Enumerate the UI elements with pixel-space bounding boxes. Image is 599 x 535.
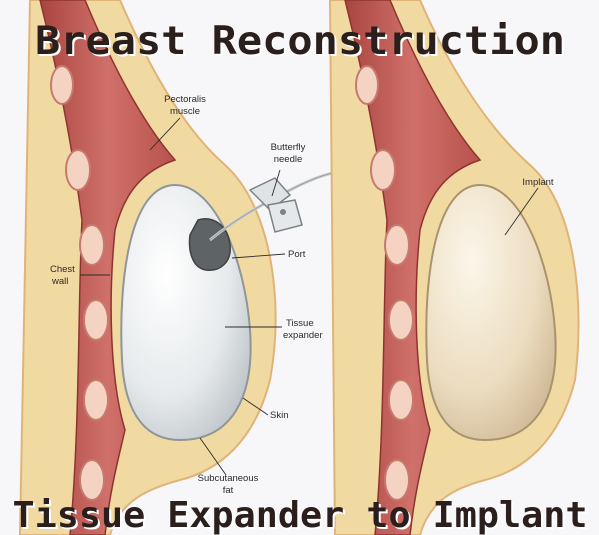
label-pectoralis-line1: Pectoralis	[164, 94, 206, 105]
right-breast-cross-section	[330, 0, 579, 535]
title-top-group: Breast Reconstruction Breast Reconstruct…	[35, 19, 567, 66]
title-bottom: Tissue Expander to Implant	[13, 495, 588, 535]
label-pectoralis-line2: muscle	[170, 106, 200, 117]
label-butterfly-line2: needle	[274, 154, 303, 165]
label-chest-line1: Chest	[50, 264, 75, 275]
label-skin: Skin	[270, 410, 288, 421]
label-butterfly-line1: Butterfly	[271, 142, 306, 153]
label-implant: Implant	[522, 177, 554, 188]
label-tissue-line2: expander	[283, 330, 323, 341]
label-subcut-line1: Subcutaneous	[198, 473, 259, 484]
title-bottom-group: Tissue Expander to Implant Tissue Expand…	[13, 495, 590, 535]
label-tissue-line1: Tissue	[286, 318, 314, 329]
title-top: Breast Reconstruction	[35, 19, 565, 64]
label-port: Port	[288, 249, 306, 260]
label-chest-line2: wall	[51, 276, 68, 287]
